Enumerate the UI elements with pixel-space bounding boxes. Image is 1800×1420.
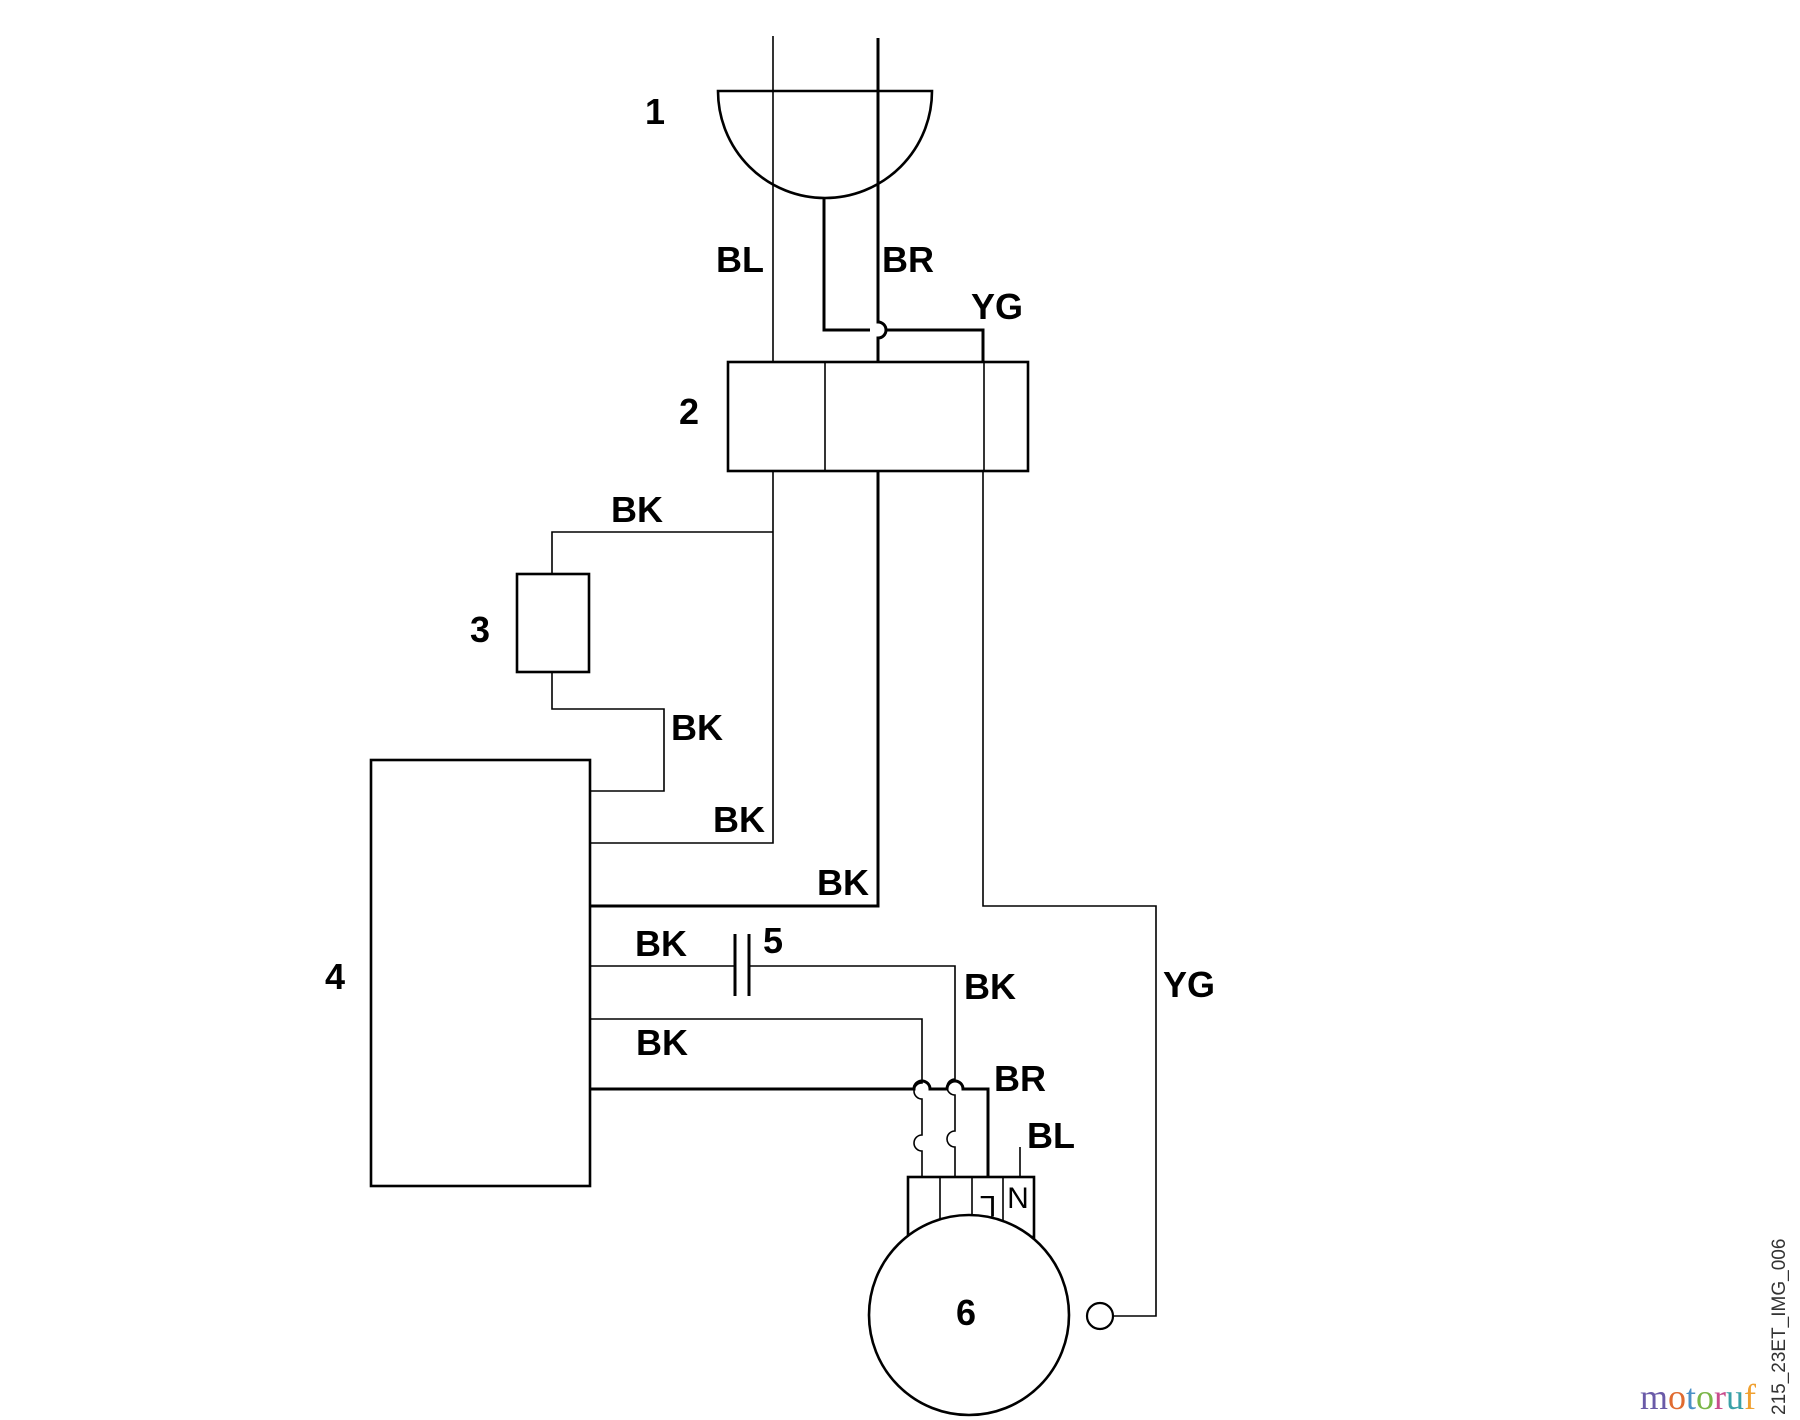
wire-label-bk-7: BK [636, 1022, 688, 1063]
wire-yg-earth [822, 198, 1157, 1317]
wire-br-mains [590, 38, 888, 908]
motor-number: 6 [956, 1292, 976, 1333]
wire-label-yg-right: YG [1163, 964, 1215, 1005]
capacitor-symbol [733, 934, 751, 996]
motoruf-logo: motoruf [1640, 1377, 1756, 1417]
terminal-label-l: L [980, 1189, 997, 1222]
wire-label-br-top: BR [882, 239, 934, 280]
wire-label-bk-5: BK [635, 923, 687, 964]
image-id-label: 215_23ET_IMG_006 [1769, 1239, 1790, 1415]
wire-label-bk-1: BK [611, 489, 663, 530]
wire-label-bl-top: BL [716, 239, 764, 280]
wire-bk-capacitor [590, 965, 956, 1177]
capacitor-number: 5 [763, 920, 783, 961]
switch-block-symbol [726, 360, 1030, 473]
control-box-number: 4 [325, 956, 345, 997]
control-box-symbol [369, 758, 592, 1188]
wire-label-bk-3: BK [713, 799, 765, 840]
logo-letter: o [1696, 1377, 1714, 1417]
logo-letter: u [1726, 1377, 1744, 1417]
logo-letter: f [1744, 1377, 1756, 1417]
motor-symbol [867, 1175, 1115, 1417]
logo-letter: r [1714, 1377, 1726, 1417]
terminal-label-n: N [1007, 1182, 1029, 1215]
component-3-symbol [515, 572, 591, 674]
logo-letter: o [1668, 1377, 1686, 1417]
wire-label-yg-top: YG [971, 286, 1023, 327]
wire-br-motor [590, 1079, 990, 1177]
logo-letter: t [1686, 1377, 1696, 1417]
plug-symbol [716, 89, 934, 200]
wire-bl-mains [590, 36, 774, 844]
wire-label-br-motor: BR [994, 1058, 1046, 1099]
switch-block-number: 2 [679, 391, 699, 432]
wire-label-bl-motor: BL [1027, 1115, 1075, 1156]
wire-label-bk-6: BK [964, 966, 1016, 1007]
plug-number: 1 [645, 91, 665, 132]
logo-letter: m [1640, 1377, 1668, 1417]
wire-bk-to-component-3 [551, 531, 773, 792]
wire-label-bk-4: BK [817, 862, 869, 903]
wire-bk-motor [590, 1018, 923, 1177]
component-3-number: 3 [470, 609, 490, 650]
wire-label-bk-2: BK [671, 707, 723, 748]
